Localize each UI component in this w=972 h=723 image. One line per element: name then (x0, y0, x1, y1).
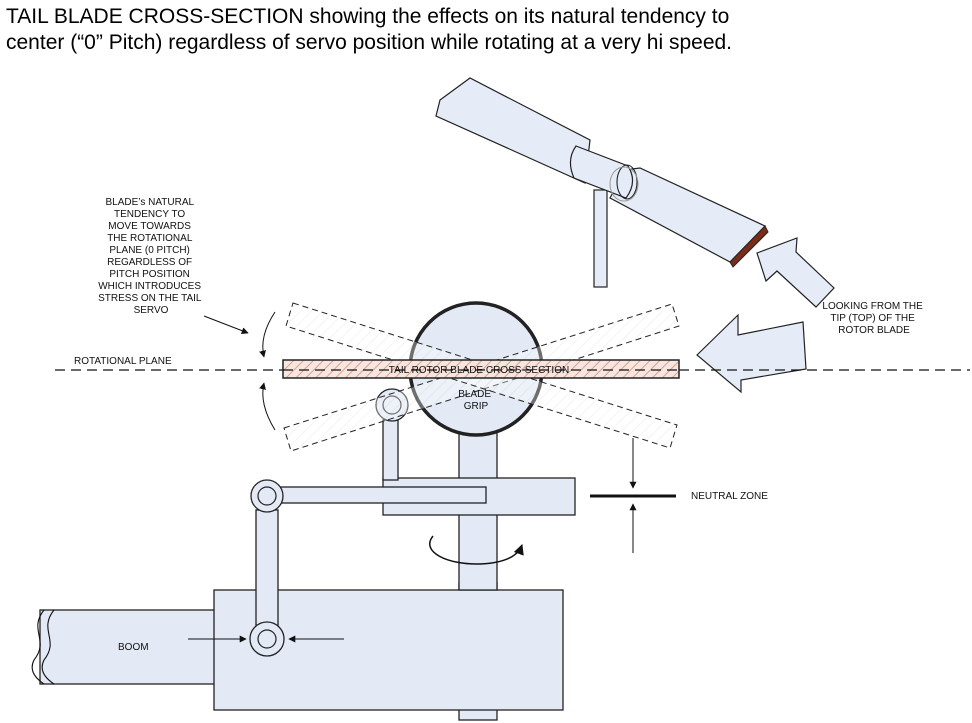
title-line-1: TAIL BLADE CROSS-SECTION showing the eff… (6, 5, 730, 28)
neutral-zone-marker (590, 438, 676, 553)
blade-spindle-end (616, 164, 638, 200)
servo-link-vertical (255, 509, 279, 641)
rotational-plane-label: ROTATIONAL PLANE (74, 356, 172, 367)
tendency-leader-arrow (203, 315, 249, 334)
blade-upper-face (435, 77, 591, 184)
view-arrow-lower-icon (696, 313, 807, 394)
blade-cross-section (282, 359, 680, 379)
bellcrank-arm (279, 486, 487, 504)
title-line-2: center (“0” Pitch) regardless of servo p… (6, 31, 733, 54)
blade-tip-edge (729, 225, 769, 268)
rotation-direction-arrow (429, 535, 524, 565)
tendency-arc-upper-arrow (259, 311, 276, 358)
blade-mount-post (593, 189, 608, 288)
boom-break-icon-2 (41, 609, 55, 685)
blade-spindle-ring (609, 166, 639, 202)
cross-section-label: TAIL ROTOR BLADE CROSS-SECTION (389, 365, 569, 376)
boom-break-icon (31, 609, 45, 685)
blade-lower-face (609, 167, 767, 263)
looking-from-label: LOOKING FROM THE TIP (TOP) OF THE ROTOR … (822, 301, 925, 336)
view-arrow-upper-icon (756, 237, 835, 308)
boom-tube (39, 609, 217, 685)
bellcrank-pivot-inner (257, 486, 277, 506)
tendency-label: BLADE’s NATURAL TENDENCY TO MOVE TOWARDS… (98, 197, 204, 316)
diagram-title: TAIL BLADE CROSS-SECTION showing the eff… (6, 4, 966, 56)
rotor-blade-3d-view (435, 77, 835, 394)
boom-pivot (249, 621, 285, 657)
tendency-arc-lower-arrow (259, 382, 276, 431)
boom-label: BOOM (118, 642, 149, 653)
bellcrank-pivot (250, 479, 284, 513)
grip-link-rod (382, 419, 399, 481)
blade-pitch-positions (55, 302, 970, 452)
boom-pivot-inner (257, 629, 277, 649)
blade-grip-label: BLADE GRIP (458, 389, 494, 412)
neutral-zone-label: NEUTRAL ZONE (691, 491, 768, 502)
tail-rotor-assembly (31, 301, 576, 721)
